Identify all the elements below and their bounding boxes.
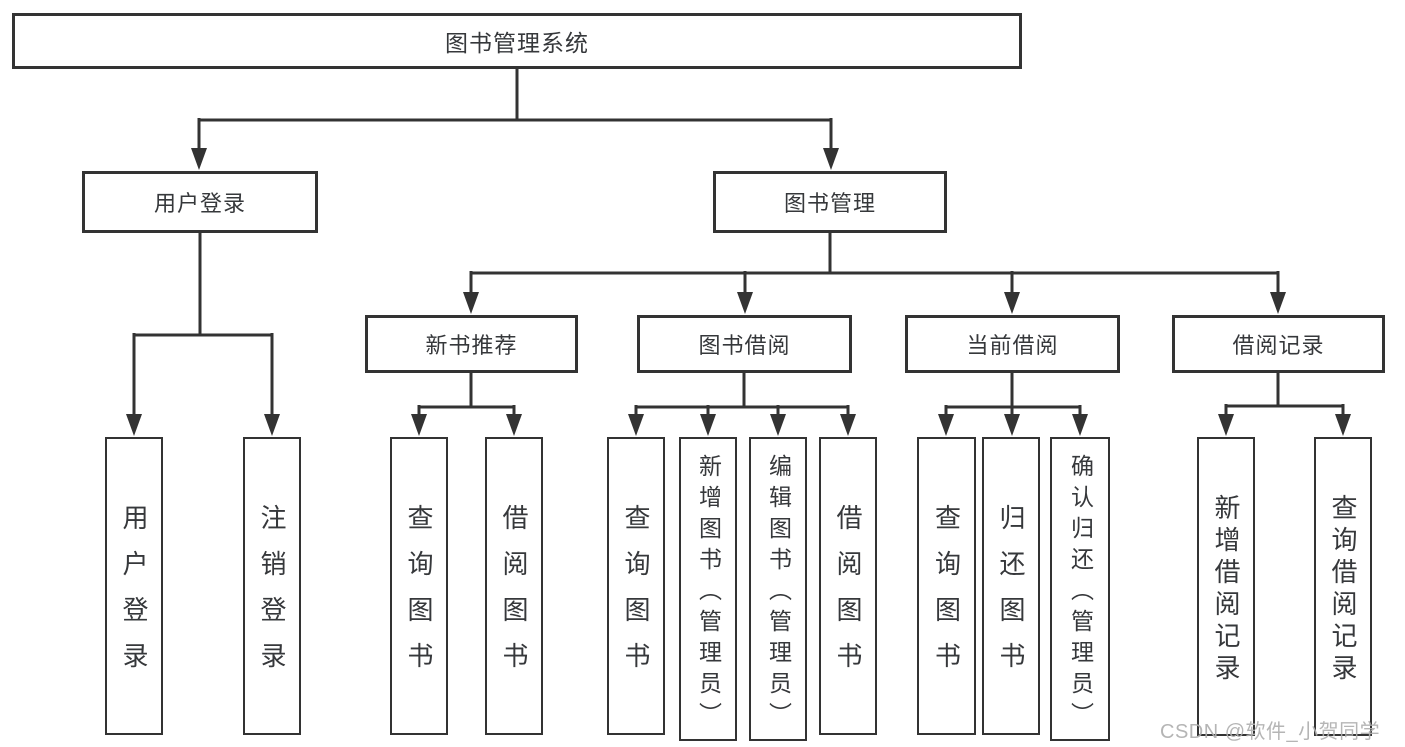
leaf-edit-books-admin-label: 编辑图书（管理员） <box>765 453 792 733</box>
node-current-borrowing: 当前借阅 <box>905 315 1120 373</box>
leaf-query-books-borrowing-label: 查询图书 <box>621 504 651 688</box>
node-user-login: 用户登录 <box>82 171 318 233</box>
leaf-add-books-admin: 新增图书（管理员） <box>679 437 737 741</box>
connector-lines <box>132 69 1345 418</box>
node-borrowing-records: 借阅记录 <box>1172 315 1385 373</box>
leaf-logout: 注销登录 <box>243 437 301 735</box>
leaf-return-books: 归还图书 <box>982 437 1040 735</box>
leaf-query-books-recommend: 查询图书 <box>390 437 448 735</box>
leaf-borrow-books-recommend-label: 借阅图书 <box>499 504 529 688</box>
leaf-query-books-current: 查询图书 <box>917 437 976 735</box>
leaf-confirm-return-admin: 确认归还（管理员） <box>1050 437 1110 741</box>
leaf-query-books-recommend-label: 查询图书 <box>404 504 434 688</box>
leaf-add-borrow-record: 新增借阅记录 <box>1197 437 1255 736</box>
node-book-borrowing: 图书借阅 <box>637 315 852 373</box>
leaf-borrow-books-recommend: 借阅图书 <box>485 437 543 735</box>
arrowheads <box>126 148 1351 436</box>
leaf-borrow-books-label: 借阅图书 <box>833 504 863 688</box>
leaf-confirm-return-admin-label: 确认归还（管理员） <box>1067 453 1094 733</box>
leaf-borrow-books: 借阅图书 <box>819 437 877 735</box>
leaf-query-borrow-record-label: 查询借阅记录 <box>1328 493 1358 686</box>
node-library-management-system: 图书管理系统 <box>12 13 1022 69</box>
leaf-user-login: 用户登录 <box>105 437 163 735</box>
leaf-return-books-label: 归还图书 <box>996 504 1026 688</box>
leaf-edit-books-admin: 编辑图书（管理员） <box>749 437 807 741</box>
csdn-watermark: CSDN @软件_小贺同学 <box>1160 721 1381 743</box>
leaf-logout-label: 注销登录 <box>257 504 287 688</box>
leaf-query-borrow-record: 查询借阅记录 <box>1314 437 1372 736</box>
leaf-query-books-current-label: 查询图书 <box>931 504 962 688</box>
leaf-query-books-borrowing: 查询图书 <box>607 437 665 735</box>
leaf-user-login-label: 用户登录 <box>119 504 149 688</box>
node-book-management: 图书管理 <box>713 171 947 233</box>
leaf-add-books-admin-label: 新增图书（管理员） <box>695 453 722 733</box>
leaf-add-borrow-record-label: 新增借阅记录 <box>1211 493 1241 686</box>
node-new-book-recommendation: 新书推荐 <box>365 315 578 373</box>
